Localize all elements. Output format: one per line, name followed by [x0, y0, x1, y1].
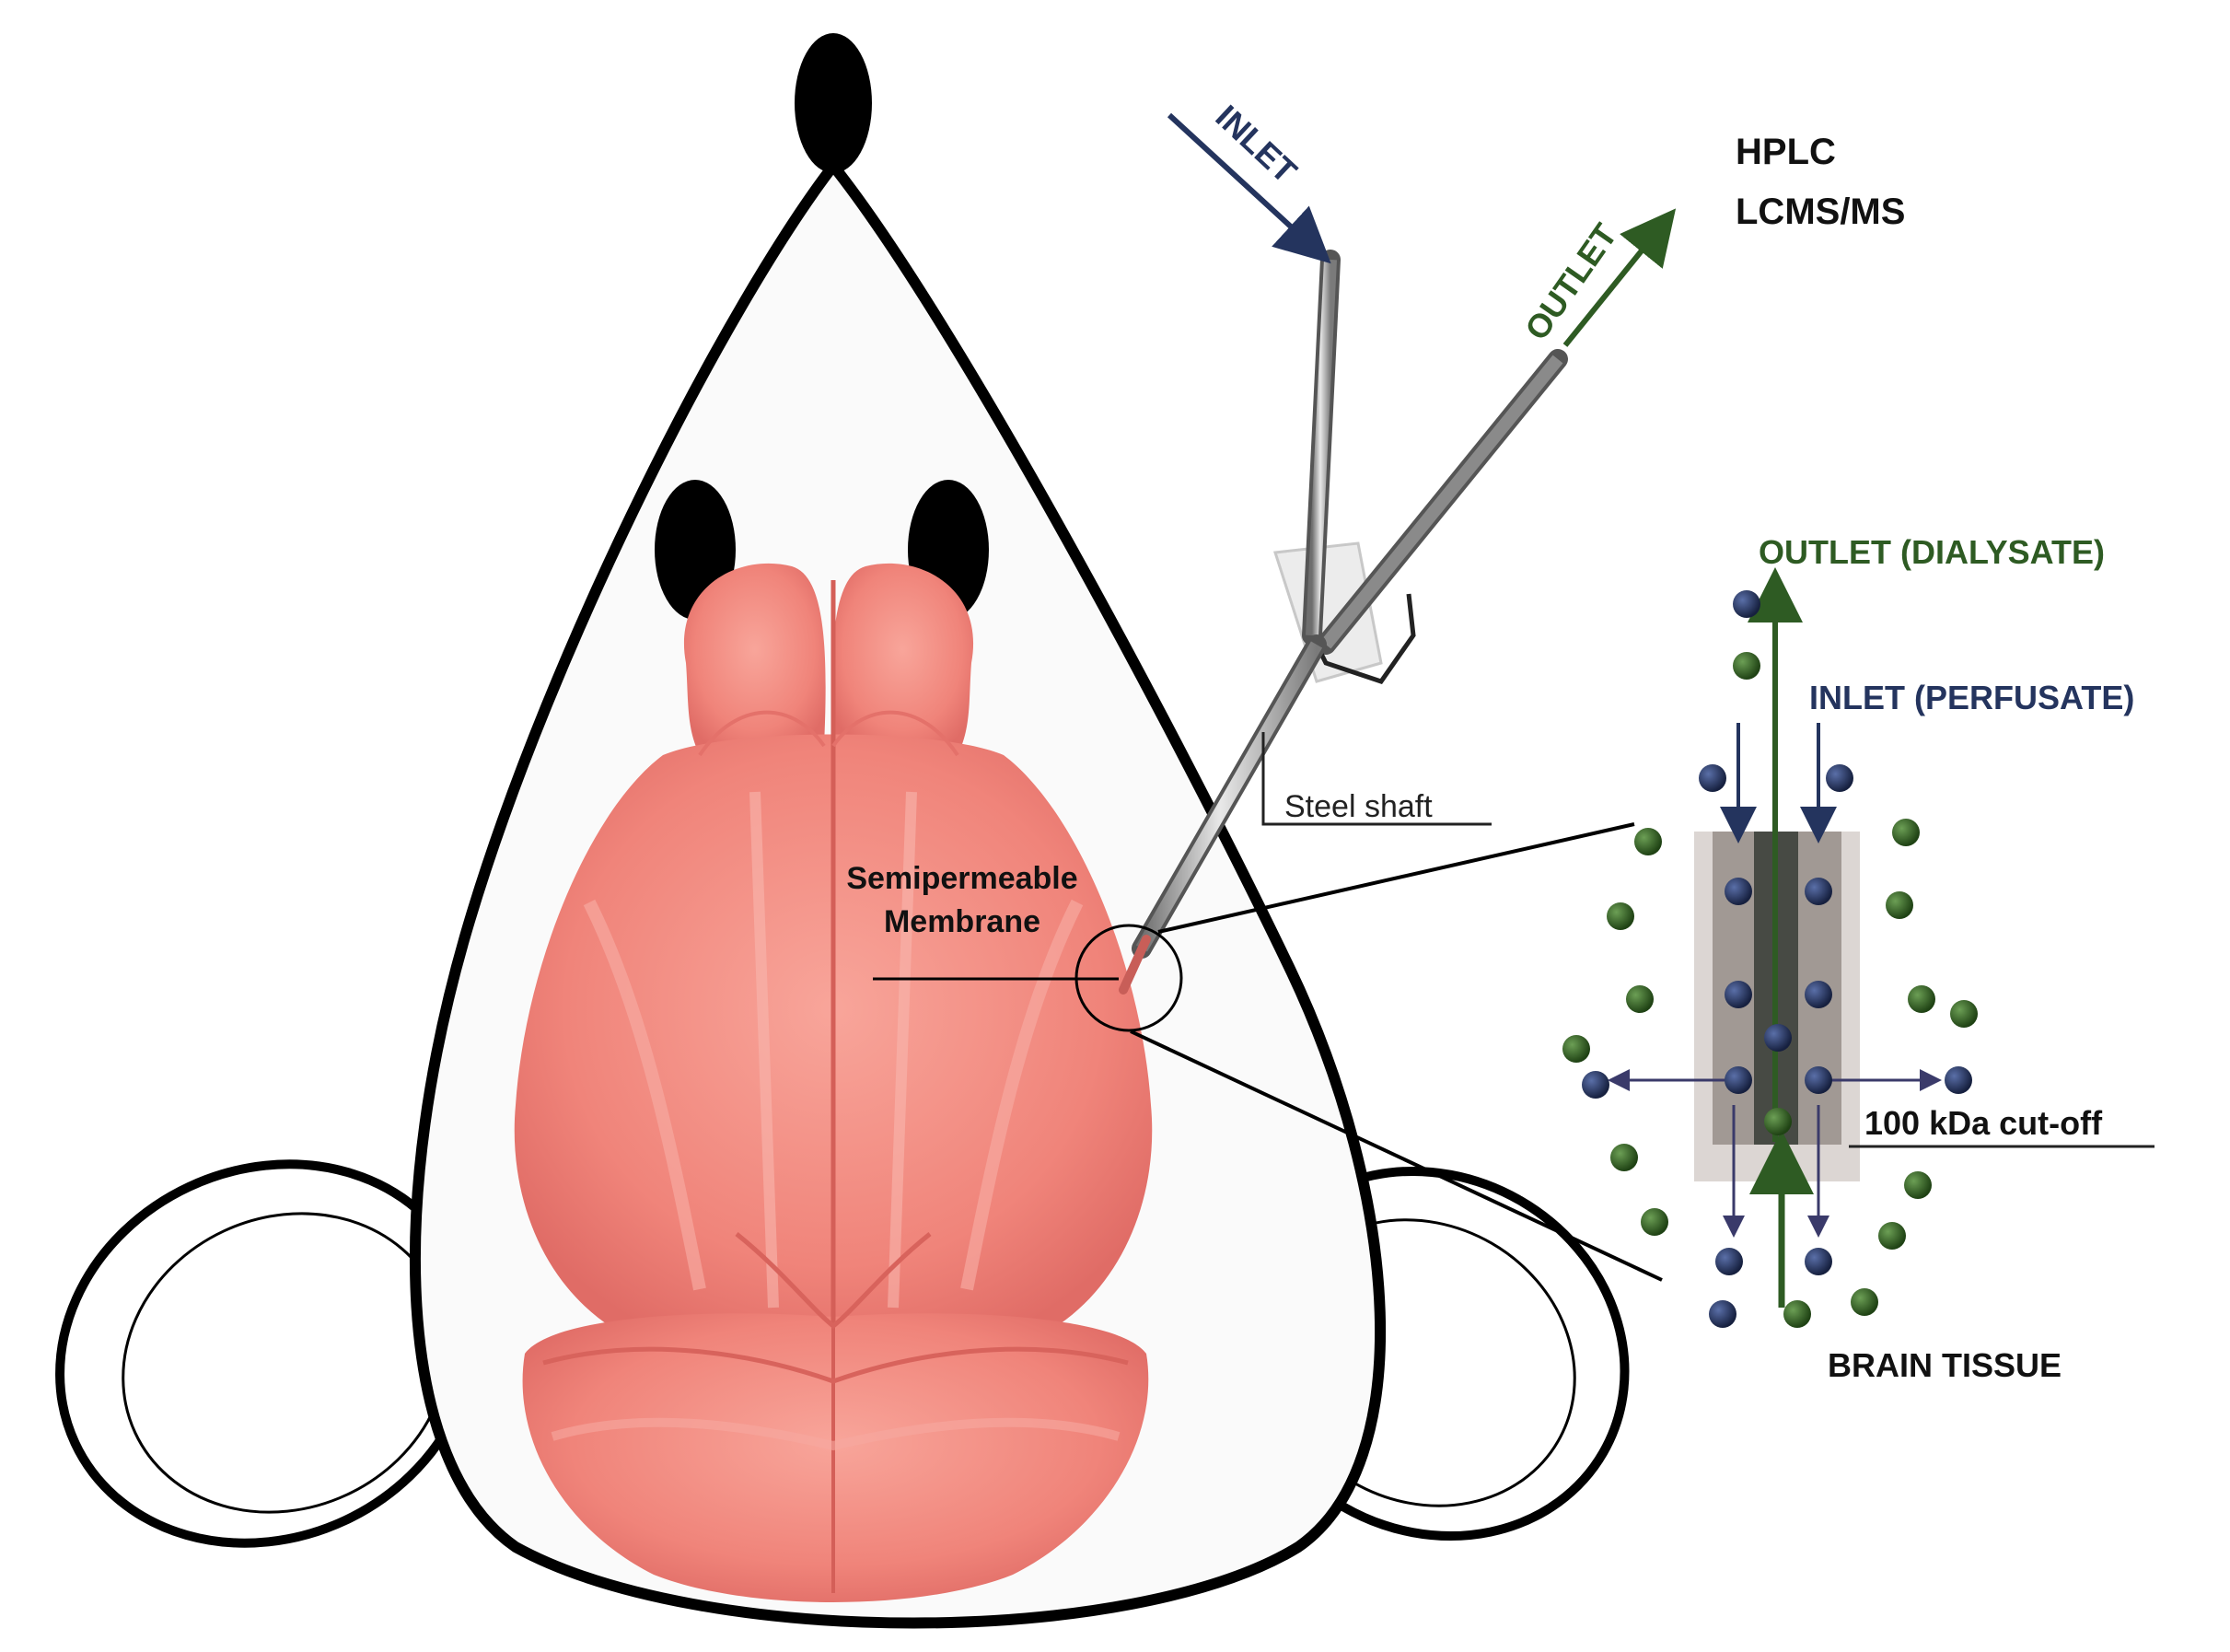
molecule-green	[1950, 1000, 1978, 1028]
molecule-green	[1904, 1171, 1932, 1199]
inlet-perfusate-label: INLET (PERFUSATE)	[1809, 679, 2134, 716]
molecules	[1562, 590, 1978, 1328]
molecule-blue	[1725, 878, 1752, 905]
outlet-dialysate-label: OUTLET (DIALYSATE)	[1759, 533, 2105, 571]
molecule-green	[1908, 985, 1935, 1013]
molecule-green	[1641, 1208, 1668, 1236]
molecule-blue	[1805, 1066, 1832, 1094]
callout-line-bottom	[1130, 1030, 1663, 1282]
molecule-green	[1783, 1300, 1811, 1328]
molecule-blue	[1725, 981, 1752, 1008]
molecule-green	[1562, 1035, 1590, 1063]
molecule-blue	[1709, 1300, 1736, 1328]
molecule-blue	[1582, 1071, 1609, 1099]
cutoff-label: 100 kDa cut-off	[1864, 1104, 2103, 1142]
brain	[514, 563, 1153, 1602]
molecule-green	[1851, 1288, 1878, 1316]
molecule-blue	[1725, 1066, 1752, 1094]
molecule-green	[1878, 1222, 1906, 1250]
molecule-blue	[1805, 981, 1832, 1008]
molecule-blue	[1733, 590, 1760, 618]
molecule-blue	[1805, 878, 1832, 905]
outlet-arrow	[1562, 208, 1677, 347]
molecule-green	[1764, 1108, 1792, 1135]
callout-line-top	[1157, 822, 1635, 934]
lcms-label: LCMS/MS	[1736, 192, 1905, 232]
inlet-arrow	[1167, 112, 1331, 264]
outlet-label: OUTLET	[1517, 216, 1624, 346]
molecule-green	[1634, 828, 1662, 855]
molecule-green	[1610, 1144, 1638, 1171]
steel-shaft-label: Steel shaft	[1284, 789, 1433, 824]
molecule-blue	[1699, 764, 1726, 792]
molecule-green	[1626, 985, 1654, 1013]
molecule-blue	[1945, 1066, 1972, 1094]
brain-tissue-label: BRAIN TISSUE	[1828, 1346, 2062, 1384]
nose	[795, 33, 872, 173]
steel-shaft-pointer	[1261, 732, 1492, 826]
molecule-green	[1733, 652, 1760, 680]
molecule-green	[1892, 819, 1920, 846]
molecule-green	[1886, 891, 1913, 919]
molecule-green	[1607, 902, 1634, 930]
probe-assembly	[1119, 250, 1568, 995]
molecule-blue	[1826, 764, 1853, 792]
molecule-blue	[1805, 1248, 1832, 1275]
molecule-blue	[1715, 1248, 1743, 1275]
hplc-label: HPLC	[1736, 132, 1836, 172]
inlet-label: INLET	[1209, 98, 1305, 191]
membrane-label-line1: Semipermeable	[846, 861, 1077, 896]
membrane-label-line2: Membrane	[884, 904, 1040, 939]
molecule-blue	[1764, 1024, 1792, 1052]
